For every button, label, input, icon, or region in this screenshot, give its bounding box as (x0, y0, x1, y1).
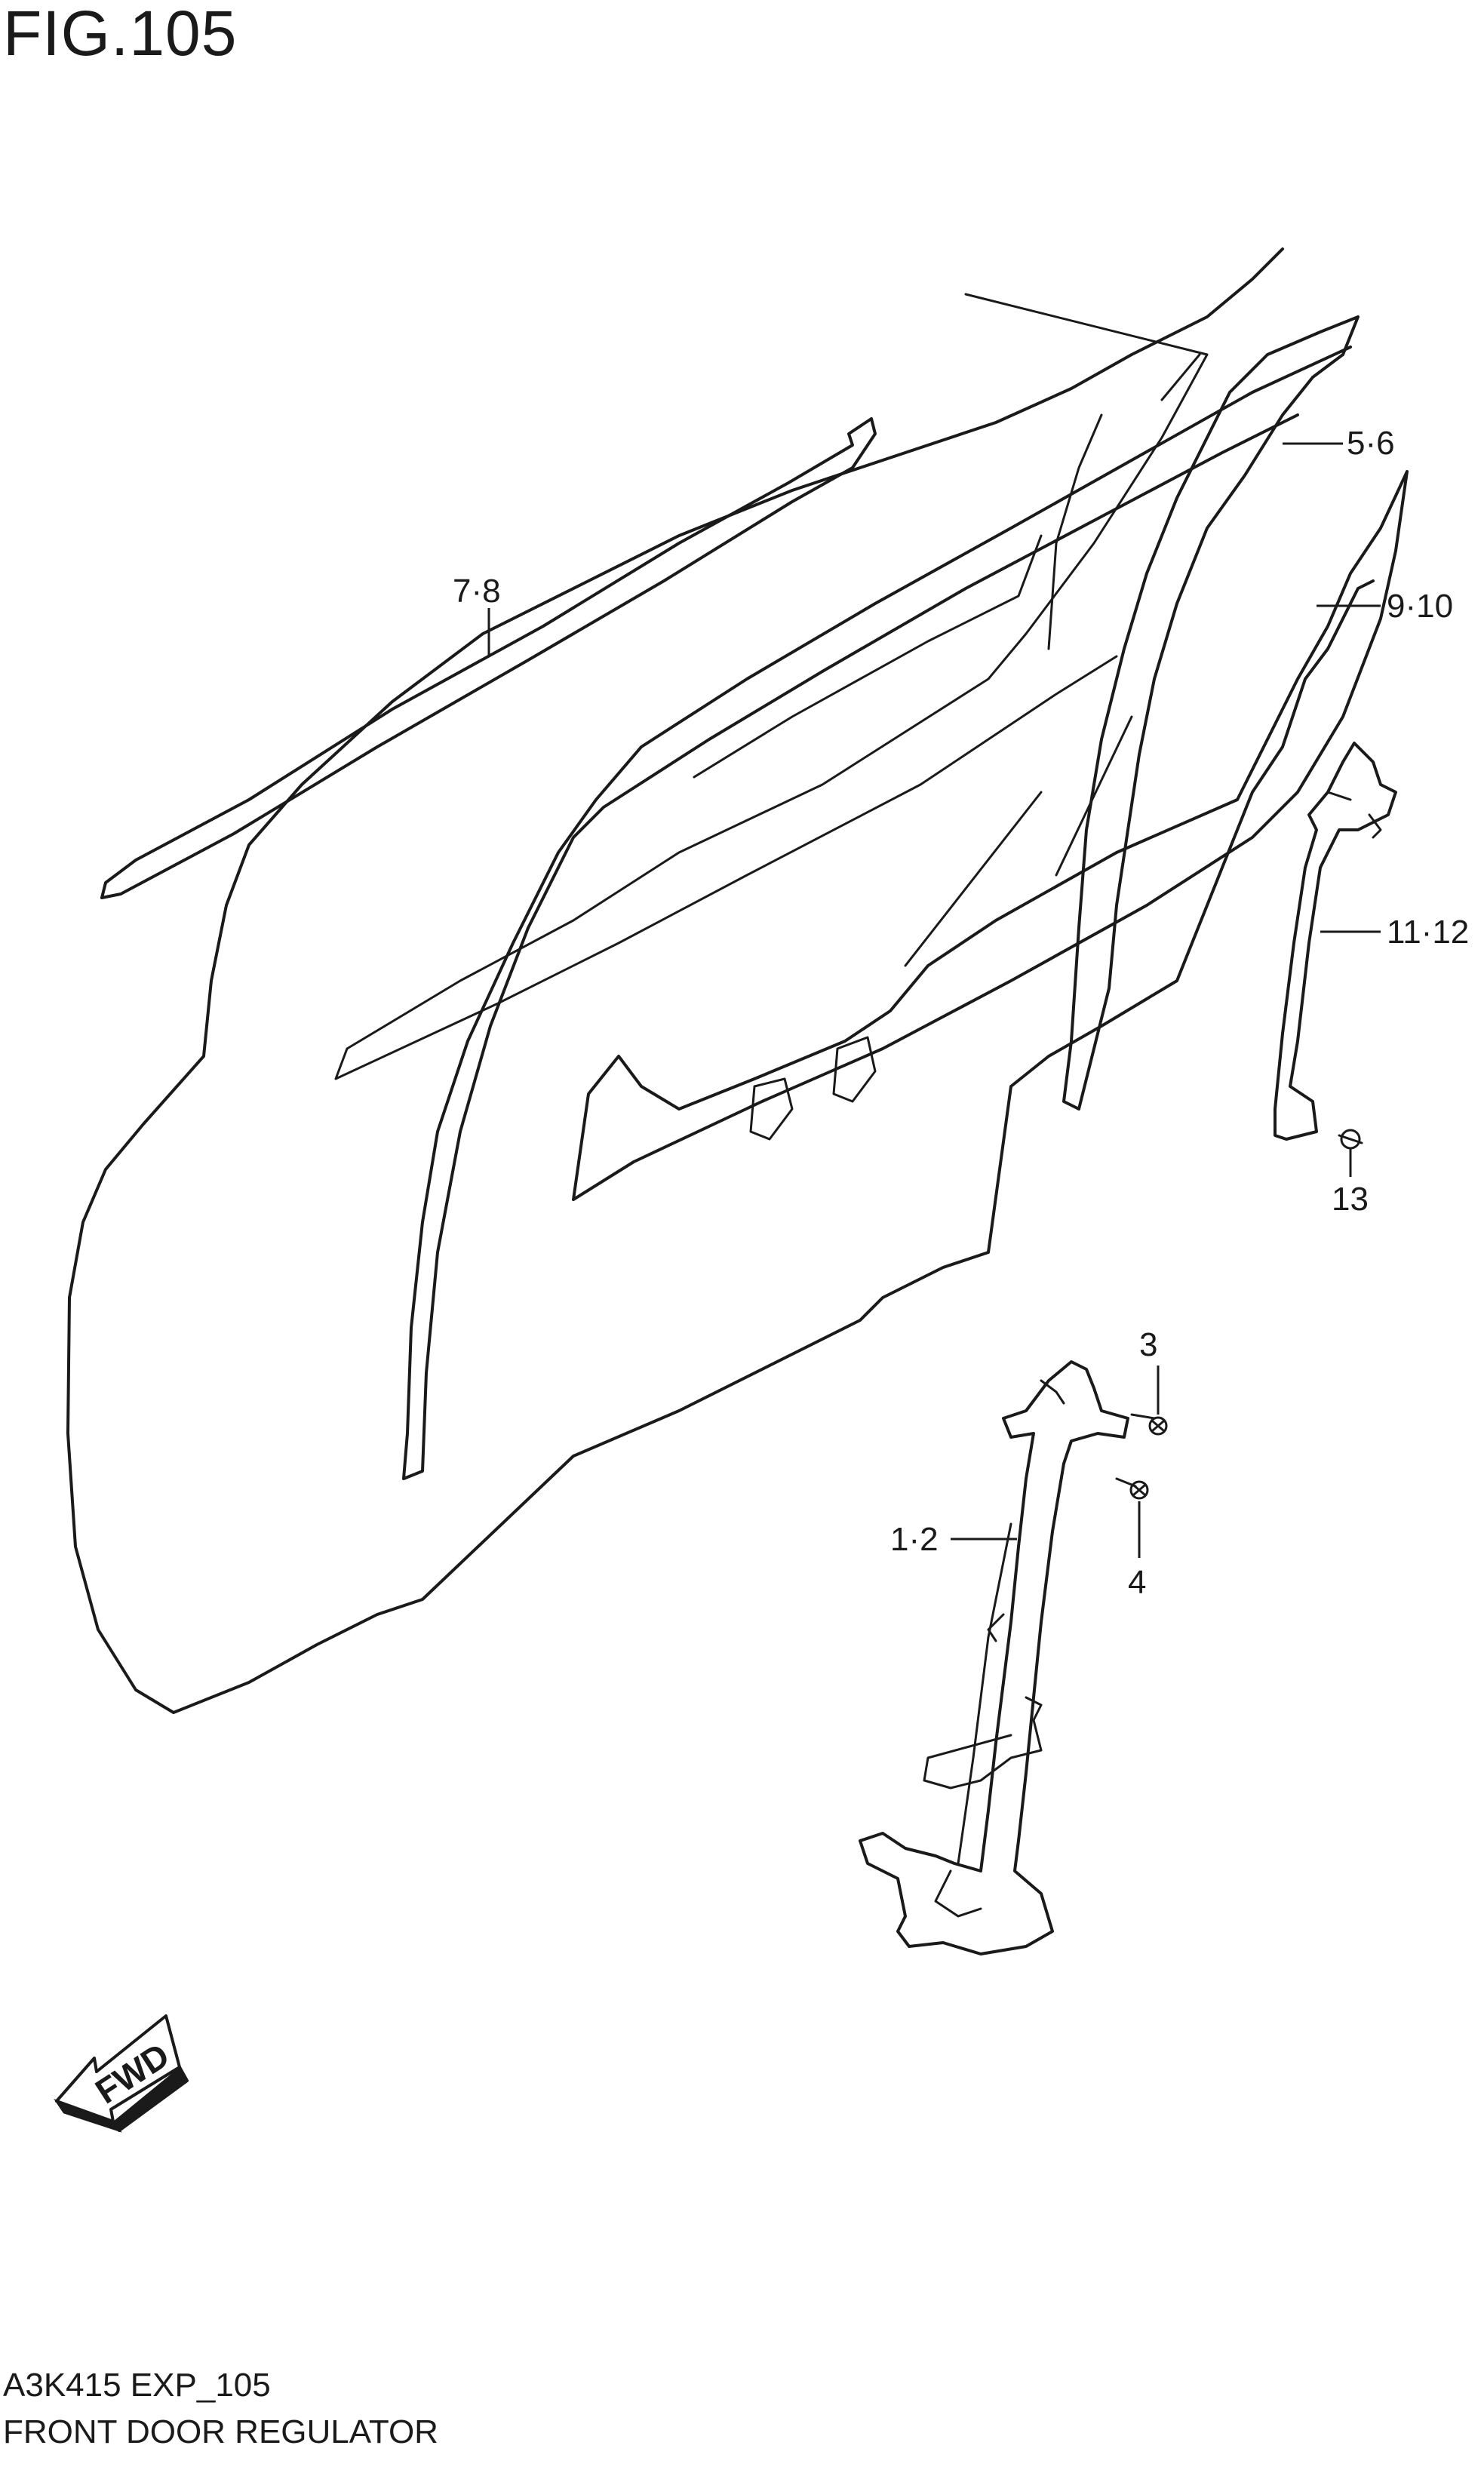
figure-name: FRONT DOOR REGULATOR (3, 2413, 438, 2450)
window-regulator (859, 1360, 1129, 1955)
fwd-arrow: FWD (54, 2014, 189, 2133)
door-frame-channel (402, 315, 1360, 1480)
callout-3: 3 (1139, 1326, 1157, 1363)
belt-weatherstrip (100, 417, 877, 899)
figure-code: A3K415 EXP_105 (3, 2367, 271, 2404)
callout-9-10: 9·10 (1387, 588, 1453, 625)
callout-5-6: 5·6 (1347, 425, 1395, 462)
callout-13: 13 (1332, 1181, 1369, 1218)
figure-title: FIG.105 (3, 0, 238, 69)
callout-1-2: 1·2 (890, 1521, 939, 1558)
rear-lower-sash (1274, 742, 1397, 1141)
callout-4: 4 (1128, 1564, 1146, 1601)
door-glass (572, 470, 1409, 1201)
callout-11-12: 11·12 (1387, 914, 1469, 951)
bolt-13 (1338, 1129, 1363, 1150)
screw-4 (1115, 1477, 1149, 1500)
door-panel (66, 247, 1375, 1714)
screw-3 (1130, 1413, 1168, 1436)
leader-lines (487, 442, 1381, 1558)
callout-7-8: 7·8 (453, 573, 501, 610)
